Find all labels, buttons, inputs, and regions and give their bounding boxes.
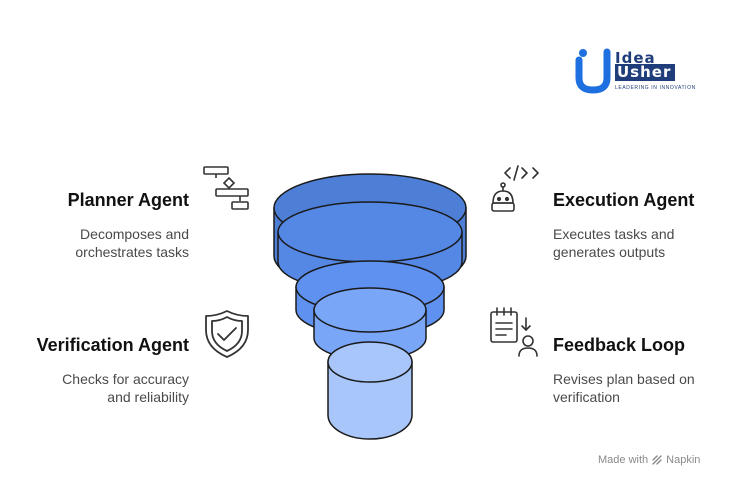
- feedback-desc-line-1: Revises plan based on: [553, 371, 695, 387]
- execution-agent-description: Executes tasks and generates outputs: [553, 225, 674, 261]
- execution-desc-line-2: generates outputs: [553, 244, 666, 260]
- robot-code-icon: [491, 165, 539, 212]
- feedback-desc-line-2: verification: [553, 389, 620, 405]
- made-with-label: Made with: [598, 454, 649, 466]
- shield-check-icon: [205, 310, 249, 358]
- cylinder-tier-5: [327, 341, 413, 440]
- made-with-napkin-watermark: Made with Napkin: [598, 454, 700, 466]
- feedback-loop-title: Feedback Loop: [553, 335, 686, 355]
- flowchart-icon: [203, 166, 249, 210]
- napkin-logo-icon: [652, 455, 662, 465]
- planner-desc-line-2: orchestrates tasks: [75, 244, 189, 260]
- logo-tagline: LEADERING IN INNOVATION: [615, 85, 696, 91]
- logo-word-usher: Usher: [615, 64, 676, 81]
- idea-usher-logo: Idea Usher LEADERING IN INNOVATION: [575, 44, 695, 96]
- feedback-loop-description: Revises plan based on verification: [553, 370, 695, 406]
- planner-agent-description: Decomposes and orchestrates tasks: [75, 225, 189, 261]
- execution-desc-line-1: Executes tasks and: [553, 226, 675, 242]
- clipboard-user-icon: [490, 307, 538, 357]
- planner-agent-title: Planner Agent: [67, 190, 189, 210]
- napkin-brand-label: Napkin: [666, 454, 701, 466]
- logo-u-icon: [575, 48, 611, 94]
- stacked-cylinder-diagram: [273, 173, 467, 440]
- planner-desc-line-1: Decomposes and: [80, 226, 189, 242]
- verification-desc-line-1: Checks for accuracy: [62, 371, 189, 387]
- verification-agent-description: Checks for accuracy and reliability: [62, 370, 189, 406]
- verification-agent-title: Verification Agent: [36, 335, 189, 355]
- logo-word-idea: Idea: [615, 49, 656, 67]
- verification-desc-line-2: and reliability: [107, 389, 189, 405]
- execution-agent-title: Execution Agent: [553, 190, 695, 210]
